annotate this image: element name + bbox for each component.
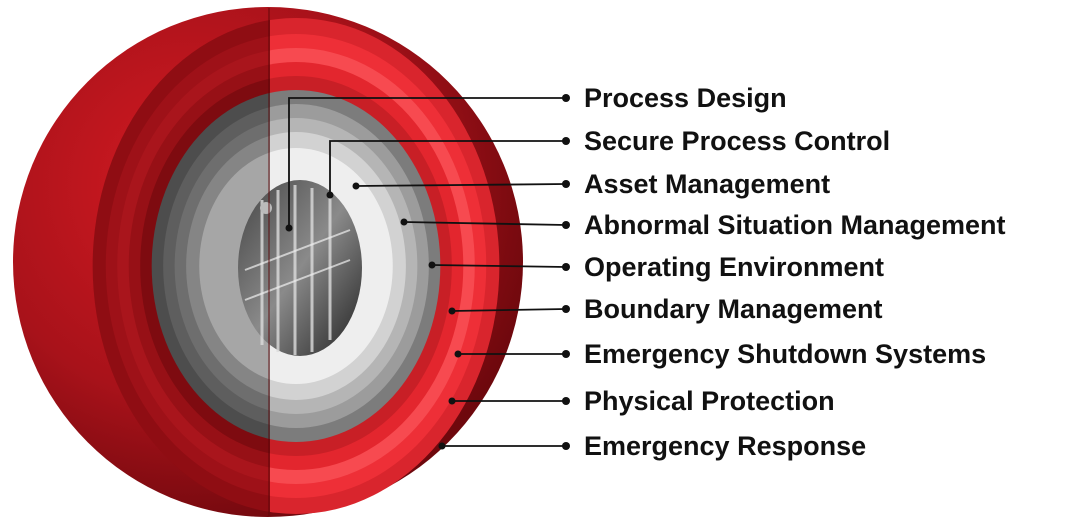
label-bullet-dot — [562, 397, 570, 405]
leader-start-dot — [454, 350, 462, 358]
leader-start-dot — [448, 307, 456, 315]
leader-start-dot — [428, 261, 436, 269]
label-bullet-dot — [562, 94, 570, 102]
layer-label: Operating Environment — [584, 252, 885, 282]
layer-label: Secure Process Control — [584, 126, 891, 156]
layer-label: Emergency Shutdown Systems — [584, 339, 987, 369]
leader-start-dot — [285, 224, 293, 232]
leader-line — [355, 183, 567, 187]
leader-line — [431, 264, 567, 268]
leader-start-dot — [448, 397, 456, 405]
leader-start-dot — [438, 442, 446, 450]
layer-label: Boundary Management — [584, 294, 883, 324]
label-bullet-dot — [562, 305, 570, 313]
layer-label: Emergency Response — [584, 431, 867, 461]
layer-label: Abnormal Situation Management — [584, 210, 1006, 240]
label-bullet-dot — [562, 180, 570, 188]
layer-label: Process Design — [584, 83, 787, 113]
leader-line — [403, 221, 567, 226]
label-bullet-dot — [562, 350, 570, 358]
leader-line — [451, 308, 567, 312]
layer-label: Physical Protection — [584, 386, 835, 416]
leader-start-dot — [400, 218, 408, 226]
label-bullet-dot — [562, 263, 570, 271]
label-bullet-dot — [562, 137, 570, 145]
label-bullet-dot — [562, 221, 570, 229]
leader-line — [329, 140, 566, 195]
leader-start-dot — [352, 182, 360, 190]
layer-label: Asset Management — [584, 169, 831, 199]
leader-start-dot — [326, 191, 334, 199]
leader-line — [288, 97, 566, 228]
label-bullet-dot — [562, 442, 570, 450]
core-plant-photo — [238, 180, 362, 356]
